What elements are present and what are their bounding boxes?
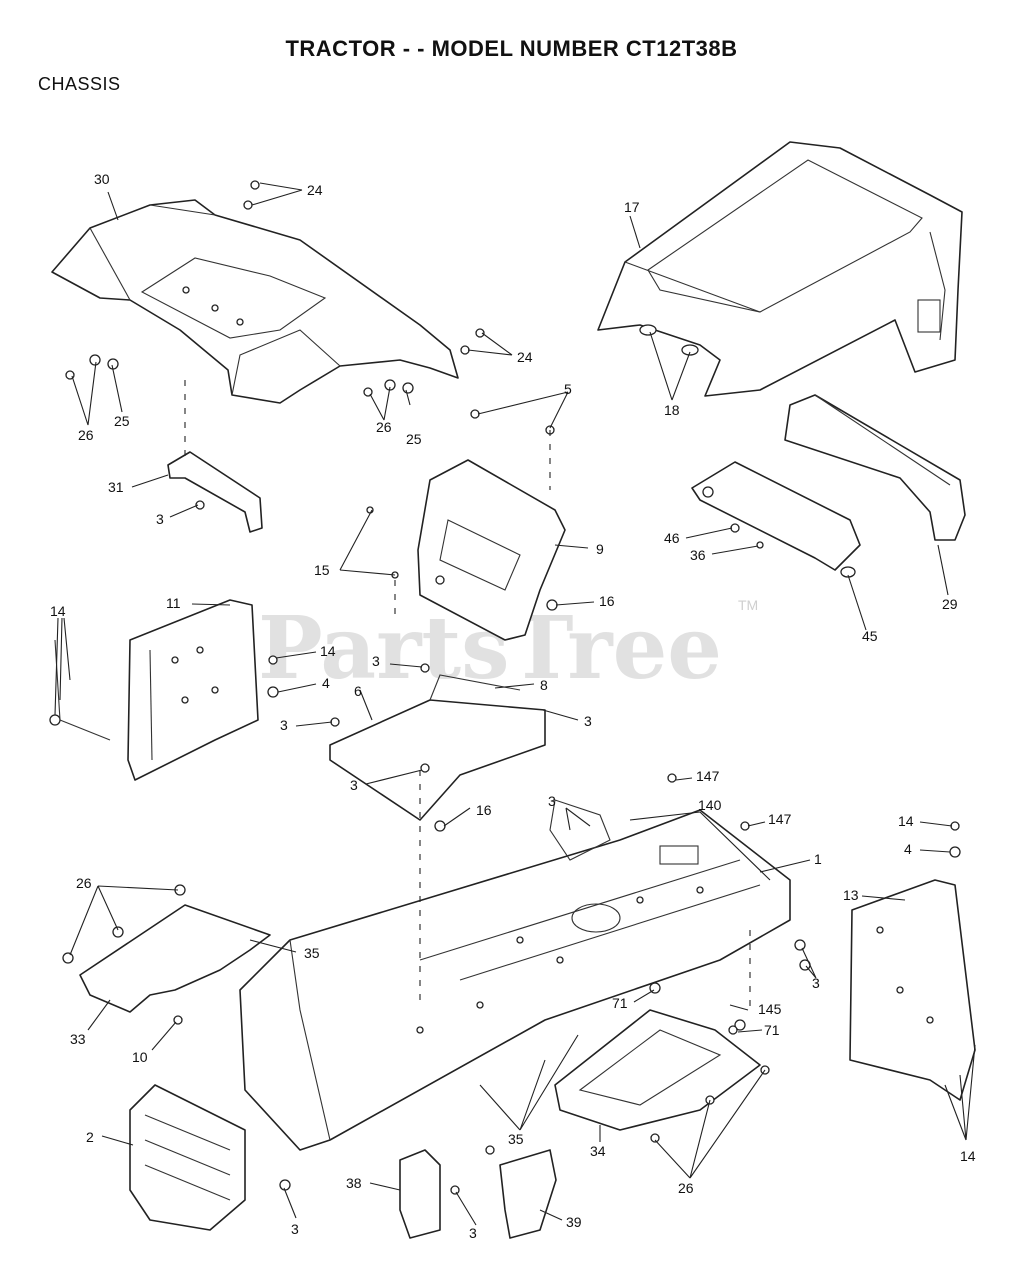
callout-16: 16 [599, 593, 615, 609]
part-6-plate [329, 674, 546, 832]
callout-145: 145 [758, 1001, 782, 1017]
callout-3: 3 [372, 653, 380, 669]
watermark-trademark: TM [738, 597, 758, 613]
callout-10: 10 [132, 1049, 148, 1065]
callout-4: 4 [904, 841, 912, 857]
page-title: TRACTOR - - MODEL NUMBER CT12T38B [285, 36, 738, 61]
callout-35: 35 [304, 945, 320, 961]
callout-16: 16 [476, 802, 492, 818]
callout-14: 14 [898, 813, 914, 829]
callout-24: 24 [517, 349, 533, 365]
part-38-39-brackets [399, 1145, 557, 1239]
part-31-bracket [167, 451, 263, 533]
part-2-bracket [129, 1084, 291, 1231]
callout-29: 29 [942, 596, 958, 612]
callout-38: 38 [346, 1175, 362, 1191]
part-11-side-panel [49, 599, 259, 781]
callout-31: 31 [108, 479, 124, 495]
callout-14: 14 [960, 1148, 976, 1164]
callout-15: 15 [314, 562, 330, 578]
part-30-fender [51, 199, 459, 404]
callout-3: 3 [291, 1221, 299, 1237]
part-29-rear-panel [784, 394, 966, 541]
part-13-side-panel [849, 821, 976, 1101]
callout-4: 4 [322, 675, 330, 691]
callout-140: 140 [698, 797, 722, 813]
part-9-dash-panel [417, 459, 566, 641]
callout-45: 45 [862, 628, 878, 644]
callout-71: 71 [764, 1022, 780, 1038]
callout-147: 147 [696, 768, 720, 784]
callout-6: 6 [354, 683, 362, 699]
callout-26: 26 [678, 1180, 694, 1196]
callout-5: 5 [564, 381, 572, 397]
callout-36: 36 [690, 547, 706, 563]
callout-3: 3 [548, 793, 556, 809]
callout-17: 17 [624, 199, 640, 215]
callout-25: 25 [114, 413, 130, 429]
part-17-seat-pan [597, 141, 963, 397]
callout-25: 25 [406, 431, 422, 447]
callout-8: 8 [540, 677, 548, 693]
callout-13: 13 [843, 887, 859, 903]
callout-14: 14 [320, 643, 336, 659]
callout-2: 2 [86, 1129, 94, 1145]
alignment-lines [184, 380, 751, 1010]
callout-30: 30 [94, 171, 110, 187]
callout-14: 14 [50, 603, 66, 619]
callout-35: 35 [508, 1131, 524, 1147]
leader-lines [54, 182, 976, 1226]
callout-147: 147 [768, 811, 792, 827]
callout-33: 33 [70, 1031, 86, 1047]
callout-9: 9 [596, 541, 604, 557]
callout-3: 3 [280, 717, 288, 733]
part-1-main-frame [239, 799, 791, 1151]
callout-24: 24 [307, 182, 323, 198]
callout-34: 34 [590, 1143, 606, 1159]
callout-11: 11 [166, 595, 181, 611]
callout-46: 46 [664, 530, 680, 546]
part-seat-bracket [691, 461, 861, 578]
callout-numbers: 30 24 17 24 18 26 25 26 25 5 31 3 9 15 1… [50, 171, 976, 1241]
callout-18: 18 [664, 402, 680, 418]
callout-1: 1 [814, 851, 822, 867]
part-33-footrest [62, 884, 271, 1025]
callout-39: 39 [566, 1214, 582, 1230]
callout-3: 3 [469, 1225, 477, 1241]
callout-26: 26 [78, 427, 94, 443]
callout-3: 3 [812, 975, 820, 991]
callout-3: 3 [156, 511, 164, 527]
callout-3: 3 [584, 713, 592, 729]
callout-71: 71 [612, 995, 628, 1011]
part-34-footrest [554, 982, 770, 1143]
section-title: CHASSIS [38, 74, 121, 94]
callout-26: 26 [376, 419, 392, 435]
callout-26: 26 [76, 875, 92, 891]
callout-3: 3 [350, 777, 358, 793]
